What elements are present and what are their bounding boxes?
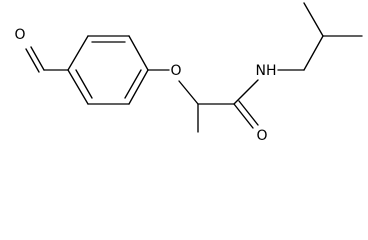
chemical-structure-diagram: O O O NH	[14, 2, 363, 144]
carbonyl-nitrogen-bond	[233, 79, 259, 105]
ring-bond	[128, 69, 149, 105]
aldehyde-double-bond	[25, 48, 40, 73]
ring-bond	[67, 35, 89, 71]
isobutyl-group	[277, 2, 363, 71]
methylene-methine-bond	[303, 35, 324, 71]
benzene-ring	[67, 35, 149, 105]
aldehyde-double-bond	[30, 46, 45, 71]
propanamide-chain: O NH	[197, 63, 277, 144]
carbonyl-double-bond	[233, 103, 254, 129]
ether-oxygen-label: O	[170, 63, 181, 79]
methine-methyl-bond	[303, 2, 324, 37]
ether-linkage: O	[147, 63, 199, 105]
oxygen-alkyl-bond	[178, 80, 199, 105]
ring-bond	[67, 69, 89, 105]
amide-nitrogen-label: NH	[256, 63, 277, 79]
ring-inner-double-bond	[124, 69, 142, 99]
ring-bond	[128, 35, 149, 71]
aldehyde-group: O	[14, 27, 69, 73]
aldehyde-oxygen-label: O	[14, 27, 25, 43]
carbonyl-double-bond	[238, 100, 259, 126]
ring-inner-double-bond	[75, 69, 93, 99]
carbonyl-oxygen-label: O	[256, 128, 267, 144]
